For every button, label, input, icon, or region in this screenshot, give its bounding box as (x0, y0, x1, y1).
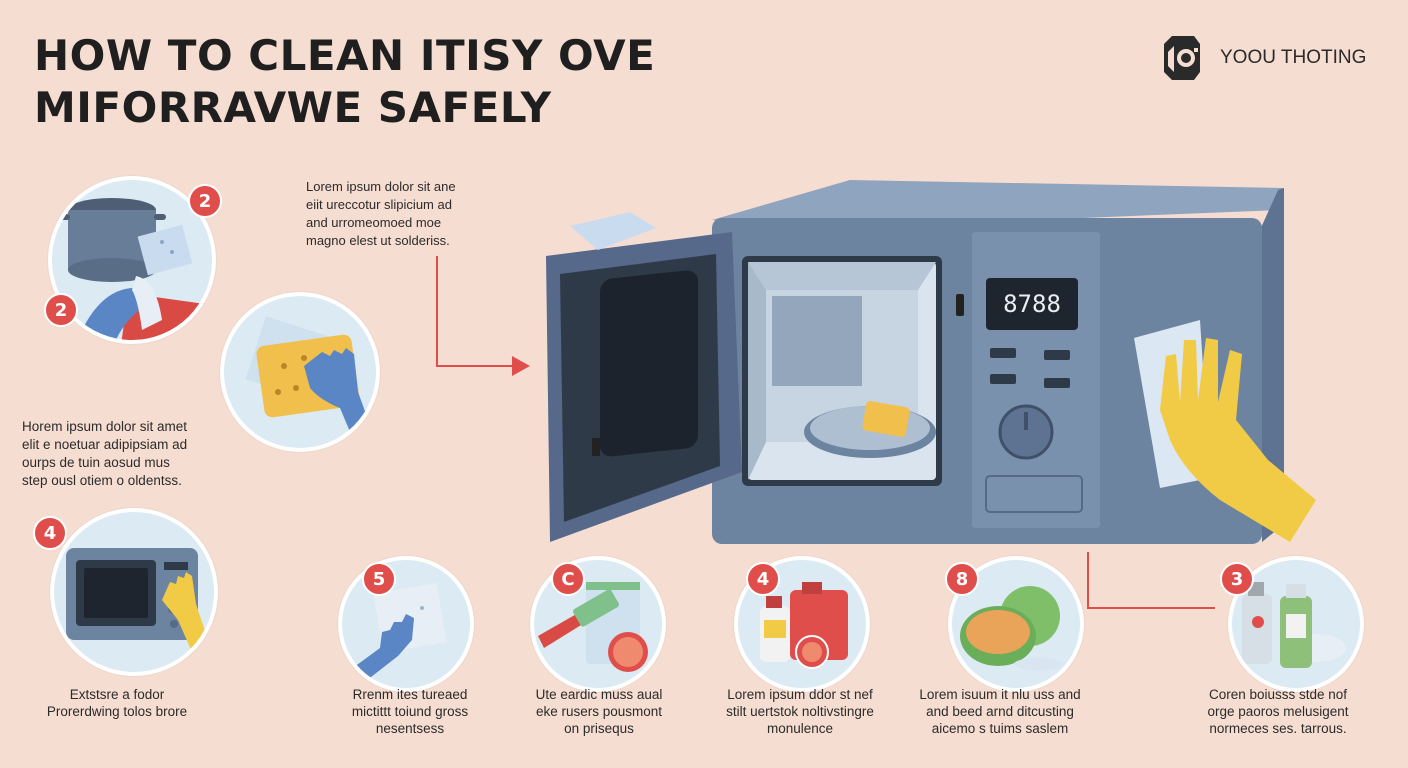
step-badge: 8 (945, 562, 979, 596)
step-circle-products (734, 556, 870, 692)
yellow-glove-icon (1160, 338, 1316, 542)
step-badge: C (551, 562, 585, 596)
button (990, 348, 1016, 358)
connector-to-step-3 (1087, 552, 1215, 609)
step-circle-melon (948, 556, 1084, 692)
left-line: ourps de tuin aosud mus (22, 455, 170, 470)
button (990, 374, 1016, 384)
left-paragraph: Horem ipsum dolor sit amet elit e noetua… (22, 418, 232, 490)
brand: YOOU THOTING (1154, 30, 1366, 86)
step-circle-bottles (1228, 556, 1364, 692)
step-caption: Extstsre a fodor Prorerdwing tolos brore (17, 686, 217, 720)
left-line: step ousl otiem o oldentss. (22, 473, 182, 488)
title-line-2: MIFORRAVWE SAFELY (34, 83, 552, 132)
left-line: elit e noetuar adipipsiam ad (22, 437, 188, 452)
camera-logo-icon (1164, 36, 1200, 80)
microwave-glove-icon (66, 548, 208, 652)
step-circle-glove-sponge (220, 292, 380, 452)
intro-line: magno elest ut solderiss. (306, 233, 450, 248)
step-badge: 4 (33, 516, 67, 550)
dial (998, 404, 1054, 460)
step-caption-line: stilt uertstok noltivstingre (726, 704, 874, 719)
step-caption-line: aicemo s tuims saslem (931, 721, 1069, 736)
step-caption-line: nesentsess (375, 721, 445, 736)
step-caption-line: and beed arnd ditcusting (926, 704, 1074, 719)
step-caption-line: Ute eardic muss aual (535, 687, 663, 702)
step-caption-line: Lorem ipsum ddor st nef (727, 687, 873, 702)
step-caption-line: Extstsre a fodor (69, 687, 165, 702)
step-caption-line: eke rusers pousmont (535, 704, 663, 719)
step-caption: Coren boiusss stde nof orge paoros melus… (1178, 686, 1378, 737)
step-caption-line: Coren boiusss stde nof (1208, 687, 1348, 702)
bottom-panel (985, 475, 1083, 513)
intro-line: Lorem ipsum dolor sit ane (306, 179, 456, 194)
step-caption-line: Prorerdwing tolos brore (46, 704, 188, 719)
step-badge: 3 (1220, 562, 1254, 596)
intro-paragraph: Lorem ipsum dolor sit ane eiit ureccotur… (306, 178, 506, 250)
step-caption: Rrenm ites tureaed mictittt toiund gross… (310, 686, 510, 737)
step-badge: 2 (44, 293, 78, 327)
vent-grille (772, 296, 862, 386)
left-line: Horem ipsum dolor sit amet (22, 419, 188, 434)
step-badge: 4 (746, 562, 780, 596)
step-caption-line: orge paoros melusigent (1207, 704, 1349, 719)
button (1044, 350, 1070, 360)
intro-line: and urromeomoed moe (306, 215, 442, 230)
microwave-side (1260, 188, 1284, 542)
step-caption: Lorem ipsum ddor st nef stilt uertstok n… (700, 686, 900, 737)
arrow-head-icon (512, 356, 530, 376)
intro-line: eiit ureccotur slipicium ad (306, 197, 452, 212)
step-caption-line: monulence (766, 721, 834, 736)
arrow-to-microwave (436, 256, 512, 367)
step-caption-line: Lorem isuum it nlu uss and (919, 687, 1081, 702)
step-caption: Lorem isuum it nlu uss and and beed arnd… (900, 686, 1100, 737)
pot-and-sponge-icon (58, 198, 200, 340)
step-caption: Ute eardic muss aual eke rusers pousmont… (499, 686, 699, 737)
spatula-bag-grapefruit-icon (538, 582, 648, 672)
brand-name: YOOU THOTING (1220, 47, 1367, 68)
button (1044, 378, 1070, 388)
halved-melon-icon (960, 586, 1062, 670)
step-caption-line: mictittt toiund gross (351, 704, 469, 719)
display-readout: 8788 (1003, 290, 1061, 318)
step-circle-microwave (50, 508, 218, 676)
step-badge: 2 (188, 184, 222, 218)
microwave-top (712, 180, 1284, 230)
display-screen (986, 278, 1078, 330)
cleaning-products-icon (760, 582, 848, 669)
step-circle-glove-cloth (338, 556, 474, 692)
step-caption-line: normeces ses. tarrous. (1209, 721, 1347, 736)
glove-cloth-icon (350, 582, 447, 684)
title-line-1: HOW TO CLEAN ITISY OVE (34, 31, 656, 80)
step-circle-spatula (530, 556, 666, 692)
microwave-illustration: 8788 (546, 180, 1316, 544)
step-badge: 5 (362, 562, 396, 596)
page-title: HOW TO CLEAN ITISY OVE MIFORRAVWE SAFELY (34, 30, 655, 134)
step-caption-line: Rrenm ites tureaed (352, 687, 468, 702)
step-caption-line: on prisequs (564, 721, 634, 736)
glove-sponge-icon (245, 316, 374, 446)
